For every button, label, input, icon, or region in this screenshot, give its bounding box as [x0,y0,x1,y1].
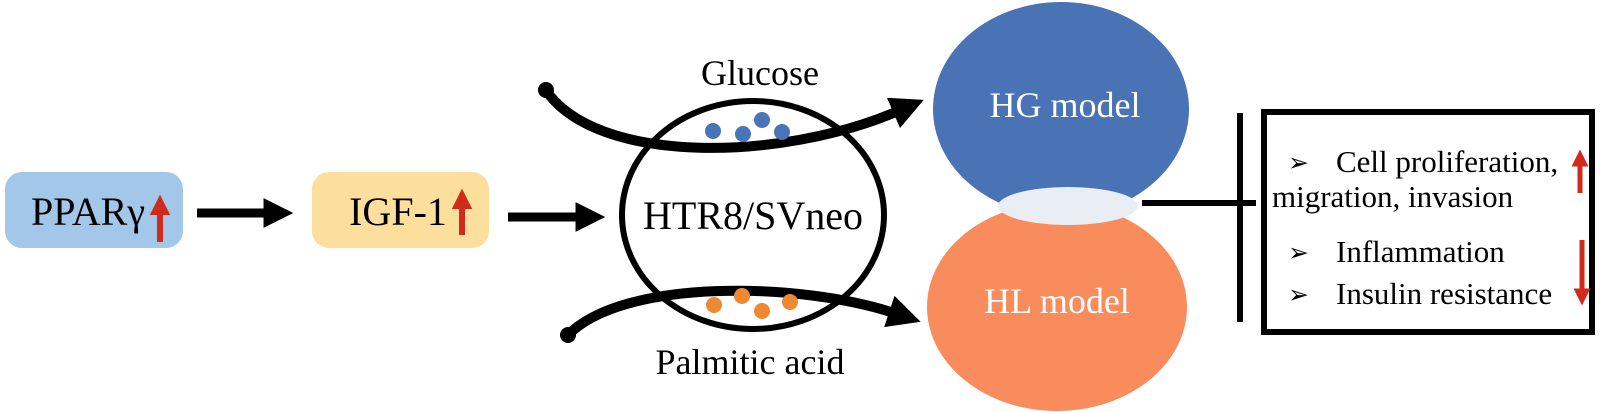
palmitic-dot [734,288,750,304]
glucose-entry-arrow [540,84,924,153]
htr8-cell-circle [619,98,887,332]
hg-model-label: HG model [990,85,1141,125]
palmitic-entry-arrow [562,285,921,341]
outcome-inflammation: Inflammation [1336,234,1505,269]
glucose-dot [735,126,751,142]
outcome-insulin-resistance: Insulin resistance [1336,276,1552,311]
bullet-icon: ➢ [1288,280,1309,309]
outcome-proliferation-line1: Cell proliferation, [1336,144,1558,179]
hl-model-ellipse [927,203,1187,411]
htr8-cell-label: HTR8/SVneo [643,193,863,238]
hl-model-label: HL model [984,281,1130,321]
glucose-dot [754,112,770,128]
model-overlap-lens [998,187,1138,225]
ppar-gamma-label: PPARγ [31,189,145,234]
glucose-label: Glucose [701,53,819,93]
palmitic-dot [706,297,722,313]
outcomes-box [1261,109,1595,335]
glucose-dot [774,124,790,140]
bullet-icon: ➢ [1288,148,1309,177]
palmitic-dot [754,303,770,319]
ppar-gamma-node [5,172,183,248]
glucose-dot [705,123,721,139]
hg-model-ellipse [933,2,1189,216]
bullet-icon: ➢ [1288,238,1309,267]
palmitic-acid-label: Palmitic acid [656,342,845,382]
igf1-node [312,172,489,248]
igf1-label: IGF-1 [349,189,447,234]
outcome-proliferation-line2: migration, invasion [1272,179,1514,214]
palmitic-dot [782,294,798,310]
